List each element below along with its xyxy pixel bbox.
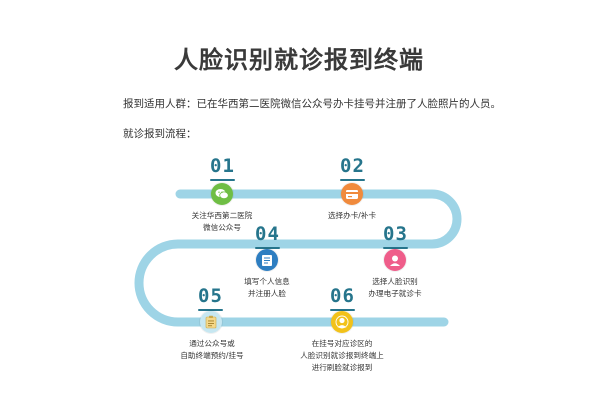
track-path	[134, 189, 462, 327]
step-04-label: 填写个人信息 并注册人脸	[244, 277, 290, 298]
step-number-03: 03	[383, 223, 408, 249]
step-number-06: 06	[330, 285, 355, 311]
step-01-label: 关注华西第二医院 微信公众号	[191, 211, 253, 232]
card-icon	[346, 189, 358, 199]
clipboard-icon	[205, 315, 217, 329]
step-05-circle	[200, 311, 222, 333]
step-03-label: 选择人脸识别 办理电子就诊卡	[368, 277, 422, 298]
step-04-circle	[256, 249, 278, 271]
step-02-label: 选择办卡/补卡	[327, 211, 377, 220]
process-heading: 就诊报到流程：	[123, 128, 197, 140]
step-number-01: 01	[210, 155, 235, 181]
page-title: 人脸识别就诊报到终端	[174, 46, 424, 74]
form-icon	[262, 254, 272, 266]
person-scan-icon	[335, 315, 349, 329]
eligibility-text: 报到适用人群：已在华西第二医院微信公众号办卡挂号并注册了人脸照片的人员。	[123, 98, 501, 110]
step-number-05: 05	[198, 285, 223, 311]
step-03-circle	[384, 249, 406, 271]
face-id-icon	[390, 255, 400, 266]
step-02-circle	[341, 183, 363, 205]
step-number-02: 02	[340, 155, 365, 181]
step-06-circle	[331, 311, 353, 333]
step-01-circle	[211, 183, 233, 205]
step-number-04: 04	[255, 223, 280, 249]
step-05-label: 通过公众号或 自助终端预约/挂号	[180, 339, 244, 360]
step-06-label: 在挂号对应诊区的 人脸识别就诊报到终端上 进行刷脸就诊报到	[300, 339, 384, 372]
wechat-icon	[215, 189, 229, 200]
